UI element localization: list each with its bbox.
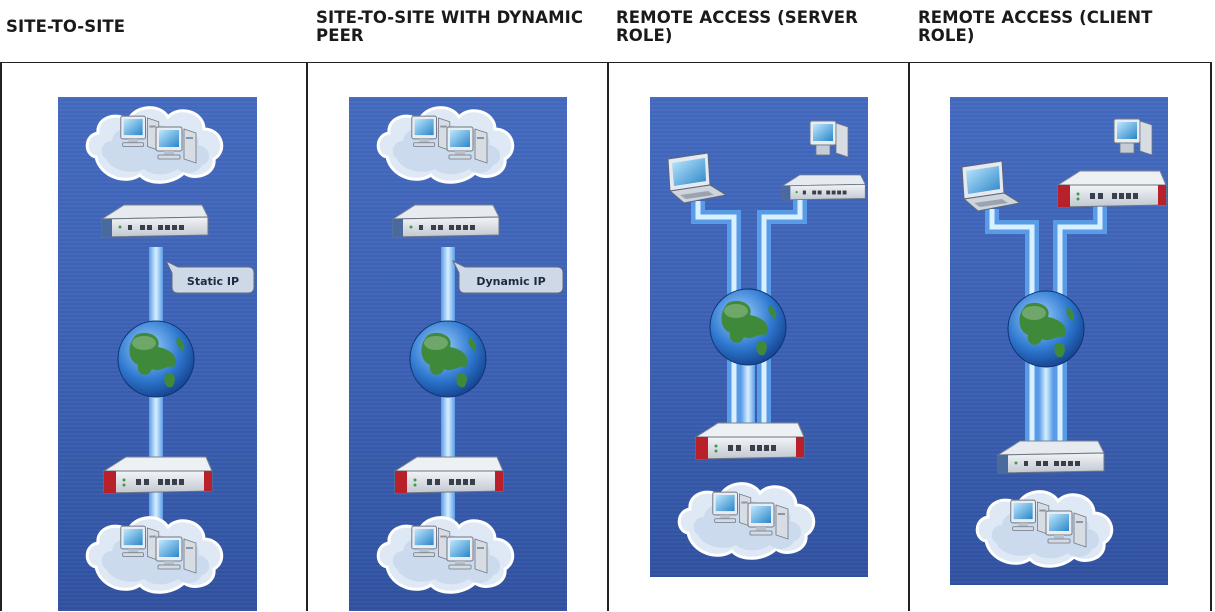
- gateway-device-icon: [997, 440, 1105, 474]
- column-header-remote-access-server: REMOTE ACCESS (SERVER ROLE): [610, 0, 890, 62]
- gateway-device-icon: [695, 422, 805, 460]
- site-to-site-dynamic-peer-diagram: Dynamic IP: [349, 97, 567, 611]
- column-header-remote-access-client: REMOTE ACCESS (CLIENT ROLE): [912, 0, 1212, 62]
- cloud-icon: [977, 492, 1111, 567]
- remote-access-server-diagram: [650, 97, 868, 577]
- globe-icon: [1007, 290, 1085, 368]
- column-title: SITE-TO-SITE WITH DYNAMIC PEER: [316, 8, 584, 45]
- column-title: REMOTE ACCESS (CLIENT ROLE): [918, 8, 1153, 45]
- computer-icon: [1113, 118, 1153, 156]
- cloud-icon: [378, 518, 512, 593]
- column-header-site-to-site-dynamic: SITE-TO-SITE WITH DYNAMIC PEER: [310, 0, 590, 62]
- gateway-device-icon: [782, 174, 866, 201]
- ip-callout-icon: Dynamic IP: [451, 259, 564, 294]
- static-ip-label: Static IP: [187, 275, 239, 288]
- gateway-device-icon: [101, 204, 209, 238]
- computer-icon: [809, 120, 849, 158]
- dynamic-ip-label: Dynamic IP: [476, 275, 545, 288]
- column-title: SITE-TO-SITE: [6, 17, 126, 36]
- table-divider: [908, 62, 910, 611]
- cloud-icon: [378, 108, 512, 183]
- gateway-device-icon: [103, 456, 213, 494]
- globe-icon: [409, 320, 487, 398]
- table-divider: [607, 62, 609, 611]
- globe-icon: [709, 288, 787, 366]
- remote-access-client-diagram: [950, 97, 1168, 585]
- cloud-icon: [87, 108, 221, 183]
- cloud-icon: [87, 518, 221, 593]
- site-to-site-diagram: Static IP: [58, 97, 257, 611]
- column-title: REMOTE ACCESS (SERVER ROLE): [616, 8, 858, 45]
- column-header-site-to-site: SITE-TO-SITE: [0, 0, 300, 62]
- table-divider: [306, 62, 308, 611]
- gateway-device-icon: [1057, 170, 1167, 208]
- gateway-device-icon: [392, 204, 500, 238]
- diagram-table: [0, 62, 1212, 612]
- globe-icon: [117, 320, 195, 398]
- cloud-icon: [679, 484, 813, 559]
- table-border-right: [1210, 62, 1212, 611]
- ip-callout-icon: Static IP: [164, 259, 255, 294]
- gateway-device-icon: [394, 456, 504, 494]
- table-border-left: [0, 62, 2, 611]
